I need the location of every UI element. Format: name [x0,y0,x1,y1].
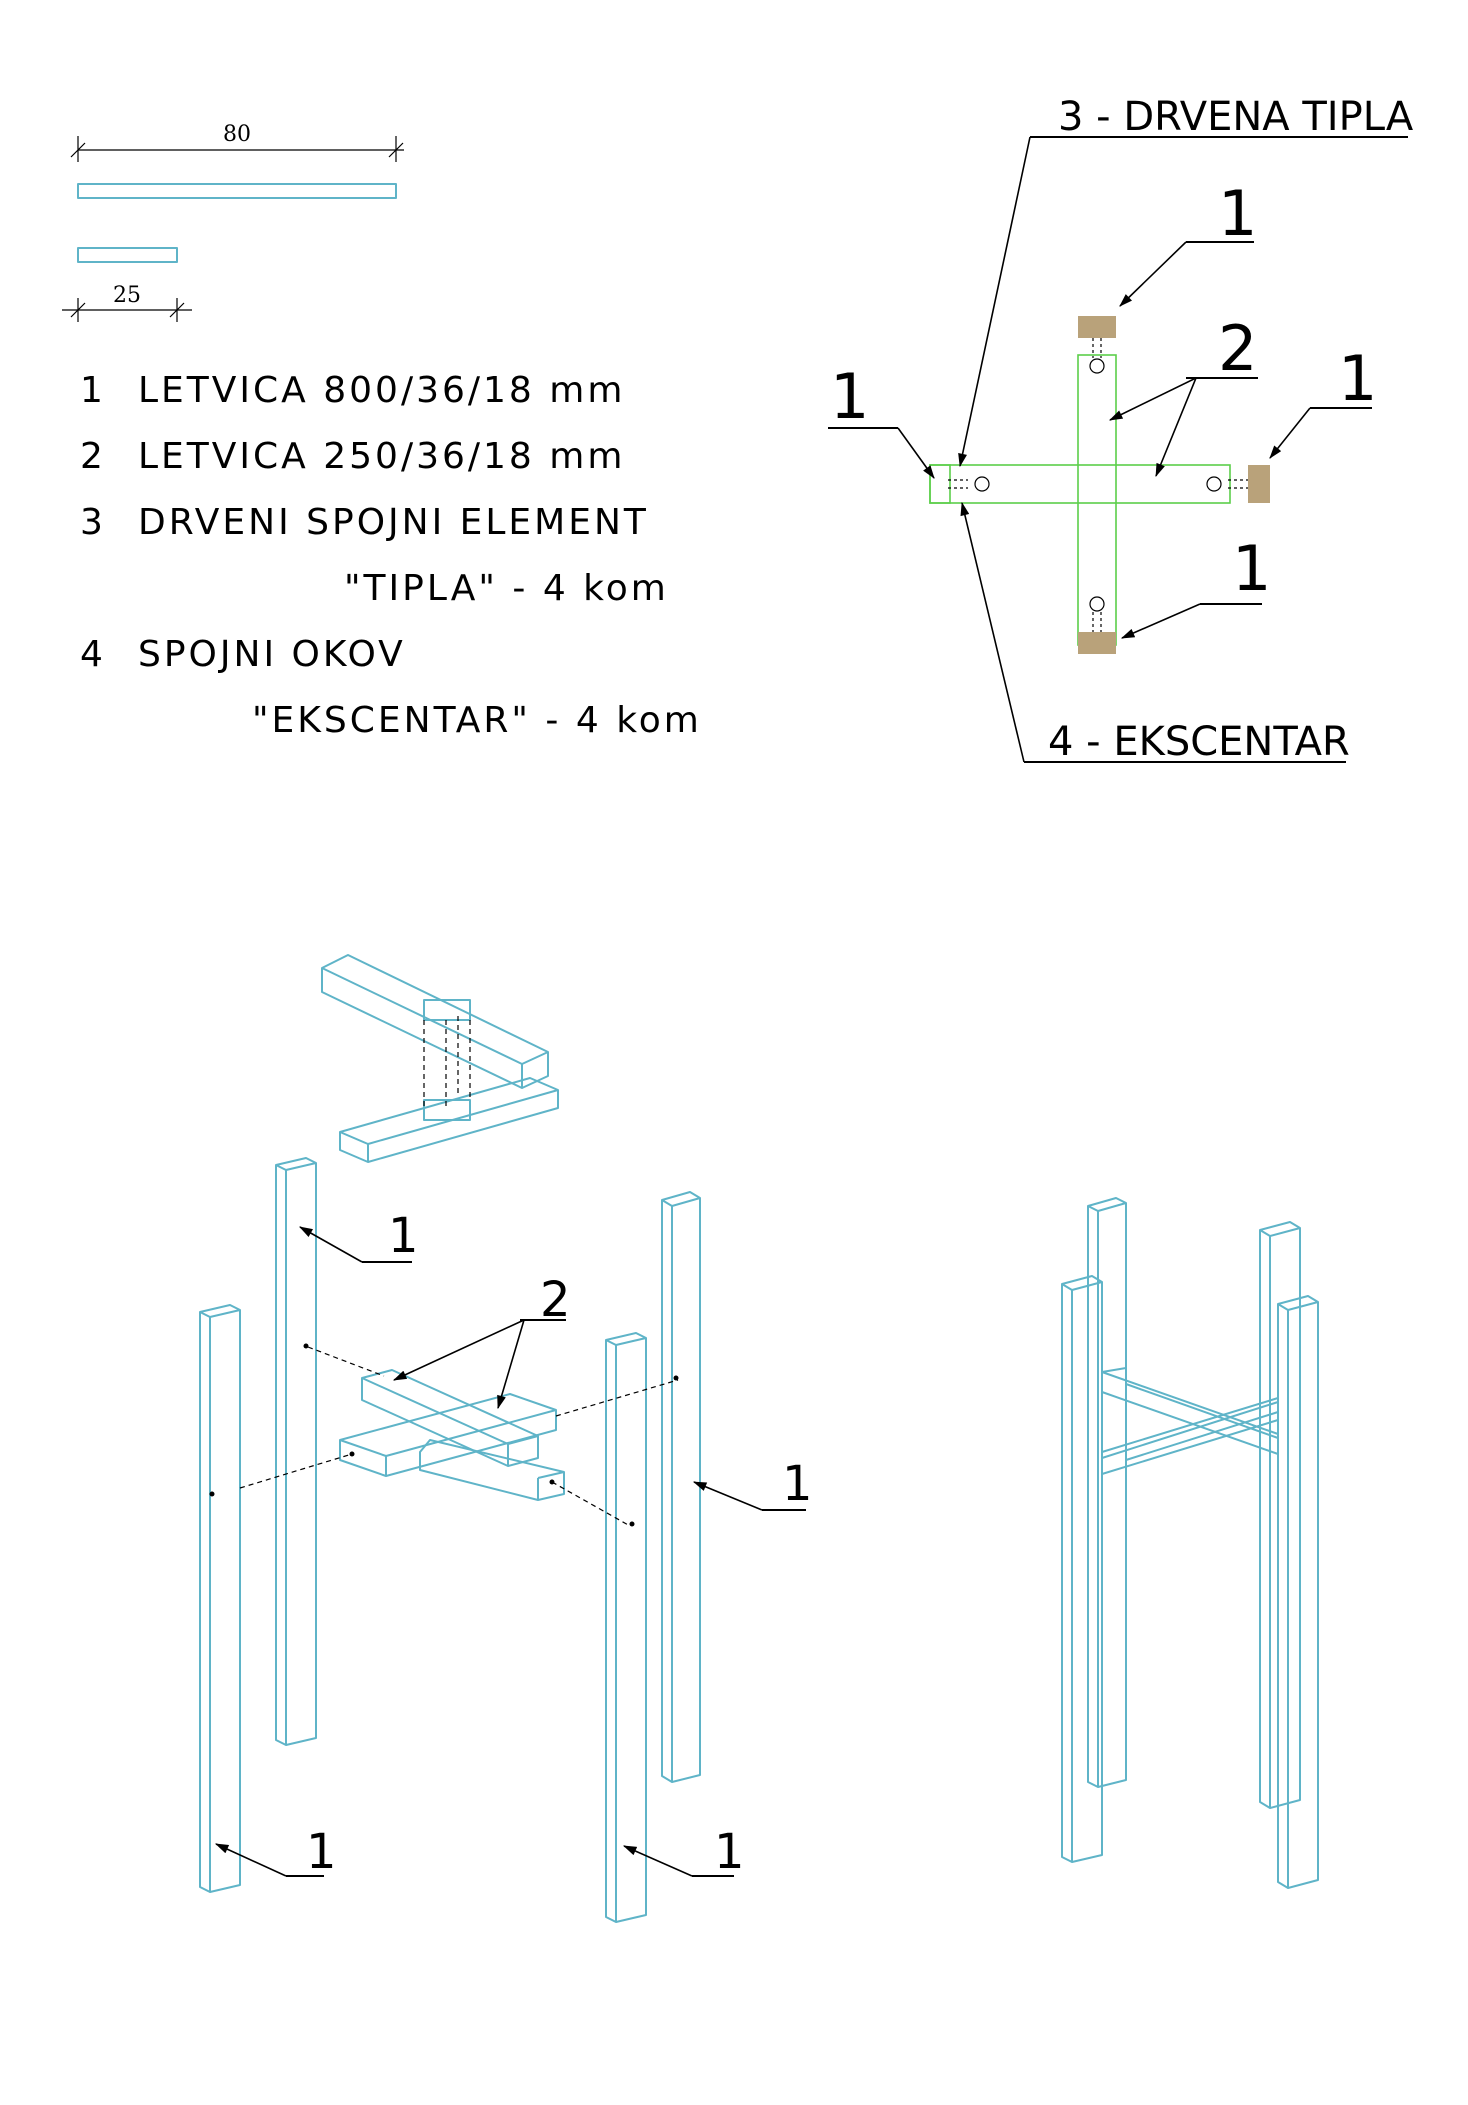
assembled-leg-front-left [1061,1275,1103,1863]
leader-line [214,1843,287,1877]
upper-crossbar-top [321,954,549,1089]
leader-dowel [958,136,1031,468]
callout-1-front-right: 1 [714,1824,745,1880]
leader-line [1269,407,1311,459]
callout-1-front-left: 1 [306,1824,337,1880]
leg-front-right [605,1332,647,1923]
part-description-1: LETVICA 800/36/18 mm [138,370,625,411]
leader-line [392,1319,525,1381]
part-description-4: SPOJNI OKOV [138,634,406,675]
dowel-right [1206,476,1248,492]
callout-1-back-left: 1 [388,1208,419,1264]
leader-line [622,1845,693,1877]
cross-arm-front [419,1439,565,1501]
leg-front-left [199,1304,241,1893]
dowel-hole [673,1375,679,1381]
leader-line [497,1319,525,1410]
crossbar-vertical [1077,354,1117,646]
assembled-view [1061,1197,1319,1889]
slot-top [423,999,471,1021]
upper-cross-assembly [321,954,559,1163]
leader-line [299,1226,363,1263]
leader-line [1120,603,1201,639]
parts-list: 1 LETVICA 800/36/18 mm 2 LETVICA 250/36/… [80,370,702,741]
label-eccentric: 4 - EKSCENTAR [1048,719,1350,765]
leg-back-left [275,1157,317,1746]
leader-line [1108,377,1197,421]
dowel-hole [209,1491,215,1497]
cross-arm-back [361,1369,539,1467]
assembled-cross-edges [1125,1383,1279,1461]
part-description-3: DRVENI SPOJNI ELEMENT [138,502,649,543]
part-number-4: 4 [80,634,106,675]
cross-arm-left-right [339,1393,557,1477]
assembly-line [555,1379,679,1417]
dowel-left [948,476,990,492]
callout-1-back-right: 1 [782,1456,813,1512]
dimension-label-25: 25 [113,283,141,308]
exploded-view: 1 2 1 1 1 [199,954,813,1923]
slot-bottom [423,1099,471,1121]
dimension-bars: 80 25 [62,122,404,322]
dowel-bottom [1089,596,1105,632]
dimension-label-80: 80 [223,122,251,147]
assembly-line [307,1346,385,1377]
dimension-tick [388,142,404,158]
dowel-top [1089,338,1105,374]
part-number-3: 3 [80,502,106,543]
dowel-hole [303,1343,309,1349]
leg-back-right [661,1191,701,1783]
label-dowel: 3 - DRVENA TIPLA [1058,94,1414,140]
dowel-hole [629,1521,635,1527]
plan-view: 3 - DRVENA TIPLA 4 - EKSCENTAR 1 [828,94,1414,765]
leg-section-left [929,464,951,504]
leg-section-bottom [1078,632,1116,654]
dimension-tick [70,142,86,158]
leader-line [1155,377,1197,478]
callout-1-right: 1 [1338,342,1377,415]
dowel-hole [549,1479,555,1485]
callout-1-top: 1 [1218,177,1257,250]
dimension-tick [169,302,185,318]
leader-eccentric [960,501,1025,763]
assembly-line [551,1481,631,1527]
callout-1-left: 1 [830,360,869,433]
assembled-cross-1 [1101,1367,1279,1455]
assembled-leg-front-right [1277,1295,1319,1889]
leg-section-right [1248,465,1270,503]
part-description-2: LETVICA 250/36/18 mm [138,436,625,477]
short-bar-outline [77,247,178,263]
leader-line [1119,241,1187,307]
dowel-hole [349,1451,355,1457]
assembled-cross-2 [1101,1397,1279,1475]
part-subdescription-4: "EKSCENTAR" - 4 kom [252,700,702,741]
assembly-line [239,1453,353,1489]
assembled-leg-back-right [1259,1221,1301,1809]
callout-1-bottom: 1 [1232,532,1271,605]
assembled-leg-back-left [1087,1197,1127,1788]
part-number-1: 1 [80,370,106,411]
callout-2: 2 [540,1272,571,1328]
callout-2: 2 [1218,312,1257,385]
dimension-tick [70,302,86,318]
leader-line [897,427,935,479]
leader-line [692,1481,763,1511]
upper-crossbar-bottom [339,1077,559,1163]
long-bar-outline [77,183,397,199]
part-number-2: 2 [80,436,106,477]
leg-section-top [1078,316,1116,338]
part-subdescription-3: "TIPLA" - 4 kom [344,568,669,609]
